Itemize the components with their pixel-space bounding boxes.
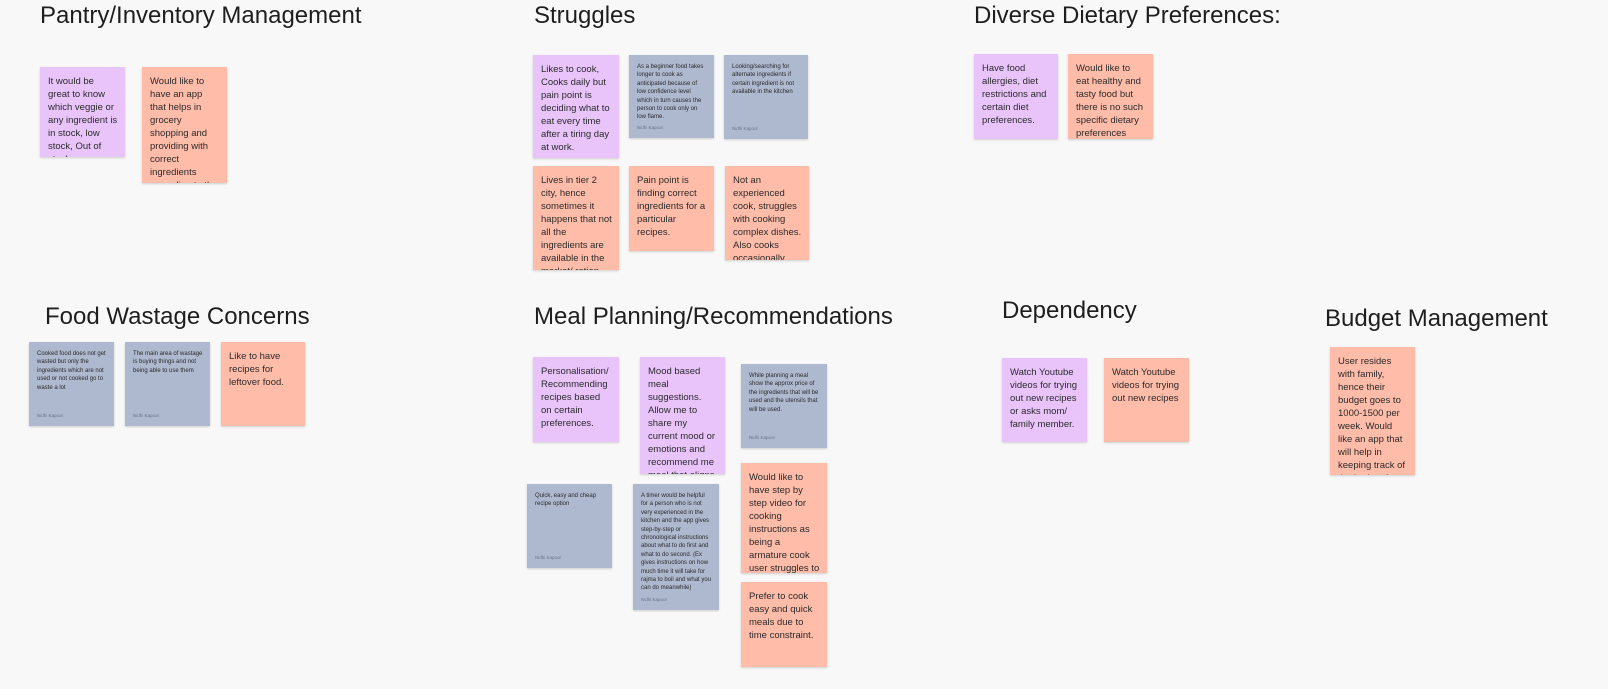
sticky-note-text: The main area of wastage is buying thing… xyxy=(133,351,203,374)
sticky-note[interactable]: User resides with family, hence their bu… xyxy=(1330,347,1415,475)
heading-pantry-inventory: Pantry/Inventory Management xyxy=(40,2,362,29)
heading-meal-planning: Meal Planning/Recommendations xyxy=(534,303,893,330)
sticky-note[interactable]: Lives in tier 2 city, hence sometimes it… xyxy=(533,166,619,270)
sticky-note[interactable]: Would like to eat healthy and tasty food… xyxy=(1068,54,1153,139)
sticky-note[interactable]: As a beginner food takes longer to cook … xyxy=(629,55,714,138)
sticky-note[interactable]: The main area of wastage is buying thing… xyxy=(125,342,210,426)
sticky-note-text: Looking/searching for alternate ingredie… xyxy=(732,64,795,96)
heading-food-wastage: Food Wastage Concerns xyxy=(45,303,310,330)
sticky-note-author: Nidhi Kapoor xyxy=(37,413,64,418)
sticky-note-author: Nidhi Kapoor xyxy=(749,435,776,440)
sticky-note-text: Lives in tier 2 city, hence sometimes it… xyxy=(541,175,612,270)
sticky-note-text: Would like to eat healthy and tasty food… xyxy=(1076,63,1144,139)
sticky-note-author: Nidhi Kapoor xyxy=(732,126,759,131)
sticky-note[interactable]: Cooked food does not get wasted but only… xyxy=(29,342,114,426)
sticky-note-author: Nidhi Kapoor xyxy=(641,597,668,602)
sticky-note[interactable]: Looking/searching for alternate ingredie… xyxy=(724,55,808,139)
sticky-note-text: Would like to have step by step video fo… xyxy=(749,472,820,573)
sticky-note-text: While planning a meal show the approx pr… xyxy=(749,373,819,413)
sticky-note-text: Would like to have an app that helps in … xyxy=(150,76,218,183)
sticky-note-text: Have food allergies, diet restrictions a… xyxy=(982,63,1047,126)
sticky-note-text: Watch Youtube videos for trying out new … xyxy=(1112,367,1180,404)
sticky-note[interactable]: While planning a meal show the approx pr… xyxy=(741,364,827,448)
sticky-note-text: Personalisation/ Recommending recipes ba… xyxy=(541,366,609,429)
heading-struggles: Struggles xyxy=(534,2,636,29)
sticky-note-text: Cooked food does not get wasted but only… xyxy=(37,351,106,391)
sticky-note-text: Quick, easy and cheap recipe option xyxy=(535,493,597,508)
sticky-note[interactable]: Likes to cook, Cooks daily but pain poin… xyxy=(533,55,619,158)
sticky-note[interactable]: Like to have recipes for leftover food. xyxy=(221,342,305,426)
sticky-note[interactable]: Personalisation/ Recommending recipes ba… xyxy=(533,357,619,442)
sticky-note[interactable]: Prefer to cook easy and quick meals due … xyxy=(741,582,827,667)
heading-dietary-preferences: Diverse Dietary Preferences: xyxy=(974,2,1281,29)
sticky-note-author: Nidhi Kapoor xyxy=(133,413,160,418)
sticky-note-text: User resides with family, hence their bu… xyxy=(1338,356,1406,475)
sticky-note[interactable]: Pain point is finding correct ingredient… xyxy=(629,166,714,251)
sticky-note[interactable]: Mood based meal suggestions. Allow me to… xyxy=(640,357,725,474)
sticky-note-text: Likes to cook, Cooks daily but pain poin… xyxy=(541,64,610,153)
sticky-note-text: Mood based meal suggestions. Allow me to… xyxy=(648,366,716,474)
sticky-note[interactable]: Quick, easy and cheap recipe option Nidh… xyxy=(527,484,612,568)
sticky-note-text: Like to have recipes for leftover food. xyxy=(229,351,284,388)
sticky-note[interactable]: Would like to have an app that helps in … xyxy=(142,67,227,183)
sticky-note-text: As a beginner food takes longer to cook … xyxy=(637,64,704,121)
sticky-note-text: Watch Youtube videos for trying out new … xyxy=(1010,367,1078,430)
sticky-note-text: Pain point is finding correct ingredient… xyxy=(637,175,706,238)
sticky-note[interactable]: Not an experienced cook, struggles with … xyxy=(725,166,809,260)
sticky-note[interactable]: Have food allergies, diet restrictions a… xyxy=(974,54,1058,139)
sticky-note[interactable]: Watch Youtube videos for trying out new … xyxy=(1002,358,1087,442)
sticky-note[interactable]: It would be great to know which veggie o… xyxy=(40,67,125,157)
sticky-note[interactable]: Watch Youtube videos for trying out new … xyxy=(1104,358,1189,442)
heading-budget-management: Budget Management xyxy=(1325,305,1548,332)
sticky-note-text: Not an experienced cook, struggles with … xyxy=(733,175,802,260)
sticky-note-text: Prefer to cook easy and quick meals due … xyxy=(749,591,814,641)
sticky-note-text: It would be great to know which veggie o… xyxy=(48,76,118,157)
sticky-note-author: Nidhi Kapoor xyxy=(535,555,562,560)
heading-dependency: Dependency xyxy=(1002,297,1137,324)
sticky-note[interactable]: Would like to have step by step video fo… xyxy=(741,463,827,573)
sticky-note-author: Nidhi Kapoor xyxy=(637,125,664,130)
sticky-note[interactable]: A timer would be helpful for a person wh… xyxy=(633,484,719,610)
sticky-note-text: A timer would be helpful for a person wh… xyxy=(641,493,712,592)
